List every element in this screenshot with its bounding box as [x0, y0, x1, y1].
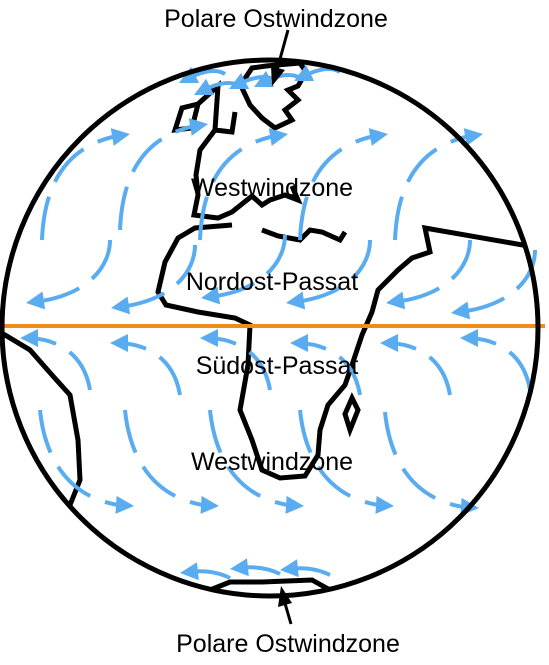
- label-bottom-polar-easterlies: Polare Ostwindzone: [176, 630, 400, 658]
- madagascar-coast: [342, 392, 361, 438]
- label-north-westerlies: Westwindzone: [191, 174, 353, 202]
- wind-arrows: [20, 64, 537, 581]
- wind-arrow-southeast-trade: [200, 329, 272, 391]
- wind-arrow-south-westerly: [123, 409, 219, 514]
- wind-arrow-north-polar-easterly: [194, 78, 242, 95]
- wind-arrow-southeast-trade: [290, 334, 362, 396]
- wind-arrow-south-westerly: [38, 409, 134, 514]
- wind-arrow-northeast-trade: [286, 239, 372, 310]
- globe-outline: [0, 57, 541, 599]
- wind-arrow-south-westerly: [208, 409, 304, 514]
- wind-arrow-north-westerly: [393, 128, 483, 241]
- mediterranean-coast: [261, 227, 348, 244]
- top-polar-pointer-icon: [271, 29, 290, 86]
- wind-arrow-south-polar-easterly: [230, 558, 281, 577]
- wind-arrow-southeast-trade: [110, 334, 182, 396]
- wind-arrow-northeast-trade: [386, 239, 472, 310]
- wind-arrow-southeast-trade: [380, 334, 452, 396]
- wind-arrow-southeast-trade: [20, 329, 92, 391]
- wind-arrow-northeast-trade: [26, 239, 112, 310]
- wind-arrow-south-polar-easterly: [280, 559, 331, 578]
- wind-arrow-south-polar-easterly: [180, 562, 231, 581]
- wind-arrow-south-westerly: [383, 411, 479, 516]
- wind-arrow-north-westerly: [118, 118, 208, 231]
- label-southeast-trades: Südost-Passat: [196, 352, 359, 380]
- wind-arrow-north-westerly: [198, 128, 288, 241]
- wind-arrow-northeast-trade: [111, 244, 197, 315]
- label-south-westerlies: Westwindzone: [191, 448, 353, 476]
- africa-coast: [155, 222, 538, 481]
- wind-arrow-northeast-trade: [201, 234, 287, 305]
- label-top-polar-easterlies: Polare Ostwindzone: [164, 5, 388, 33]
- wind-arrow-south-westerly: [298, 409, 394, 514]
- europe-west-coast: [191, 128, 303, 221]
- wind-arrow-northeast-trade: [451, 249, 537, 320]
- wind-arrow-southeast-trade: [460, 329, 532, 391]
- south-america-coast: [2, 325, 83, 506]
- label-northeast-trades: Nordost-Passat: [186, 268, 358, 296]
- wind-arrow-north-westerly: [40, 128, 130, 241]
- wind-arrow-north-westerly: [298, 128, 388, 241]
- bottom-polar-pointer-icon: [278, 586, 293, 625]
